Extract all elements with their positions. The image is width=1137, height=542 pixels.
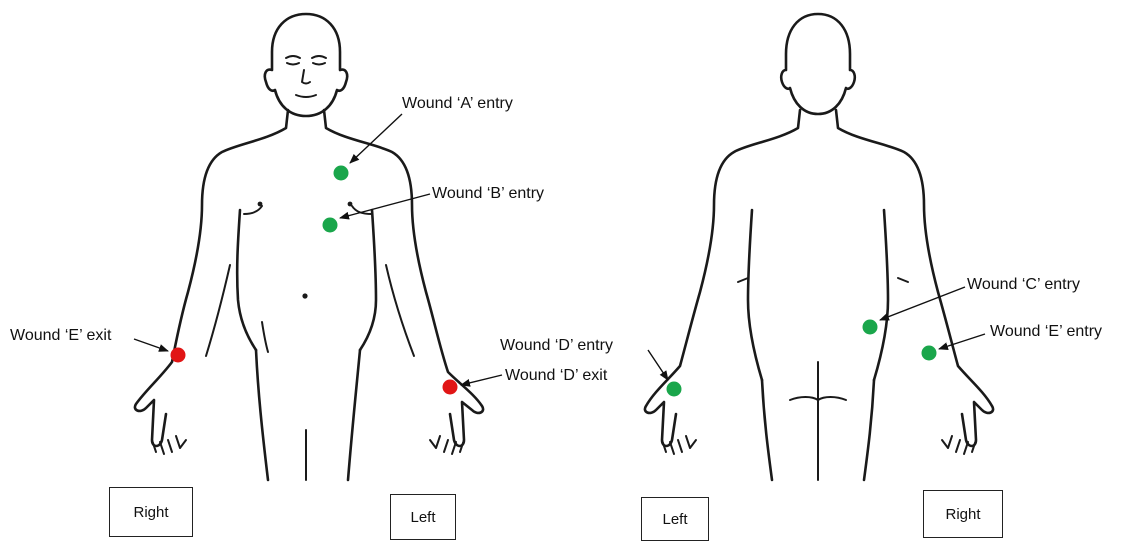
front-left-side-label: Left — [410, 509, 435, 526]
wound-d-exit-dot — [443, 380, 458, 395]
back-right-side-label: Right — [945, 506, 980, 523]
wound-c-entry-label: Wound ‘C’ entry — [967, 276, 1080, 293]
wound-e-exit-dot — [171, 348, 186, 363]
wound-d-entry-dot — [667, 382, 682, 397]
back-left-side-label: Left — [662, 511, 687, 528]
wound-e-exit-arrow — [134, 339, 168, 351]
back-right-side-box: Right — [923, 490, 1003, 538]
front-left-side-box: Left — [390, 494, 456, 540]
wound-a-arrow — [350, 114, 402, 163]
back-body-figure — [645, 14, 993, 480]
wound-b-arrow — [340, 194, 430, 218]
wound-d-exit-label: Wound ‘D’ exit — [505, 367, 608, 384]
wound-d-exit-arrow — [461, 375, 502, 385]
wound-b-entry-label: Wound ‘B’ entry — [432, 185, 544, 202]
wound-a-entry-label: Wound ‘A’ entry — [402, 95, 513, 112]
wound-b-entry-dot — [323, 218, 338, 233]
wound-e-exit-label: Wound ‘E’ exit — [10, 327, 112, 344]
wound-a-entry-dot — [334, 166, 349, 181]
wound-d-entry-arrow — [648, 350, 668, 380]
wound-e-entry-label: Wound ‘E’ entry — [990, 323, 1102, 340]
wound-c-entry-arrow — [880, 287, 965, 320]
wound-e-entry-dot — [922, 346, 937, 361]
wound-e-entry-arrow — [939, 334, 985, 349]
front-body-figure — [135, 14, 483, 480]
front-right-side-label: Right — [133, 504, 168, 521]
wound-c-entry-dot — [863, 320, 878, 335]
front-right-side-box: Right — [109, 487, 193, 537]
back-left-side-box: Left — [641, 497, 709, 541]
wound-d-entry-label: Wound ‘D’ entry — [500, 337, 613, 354]
